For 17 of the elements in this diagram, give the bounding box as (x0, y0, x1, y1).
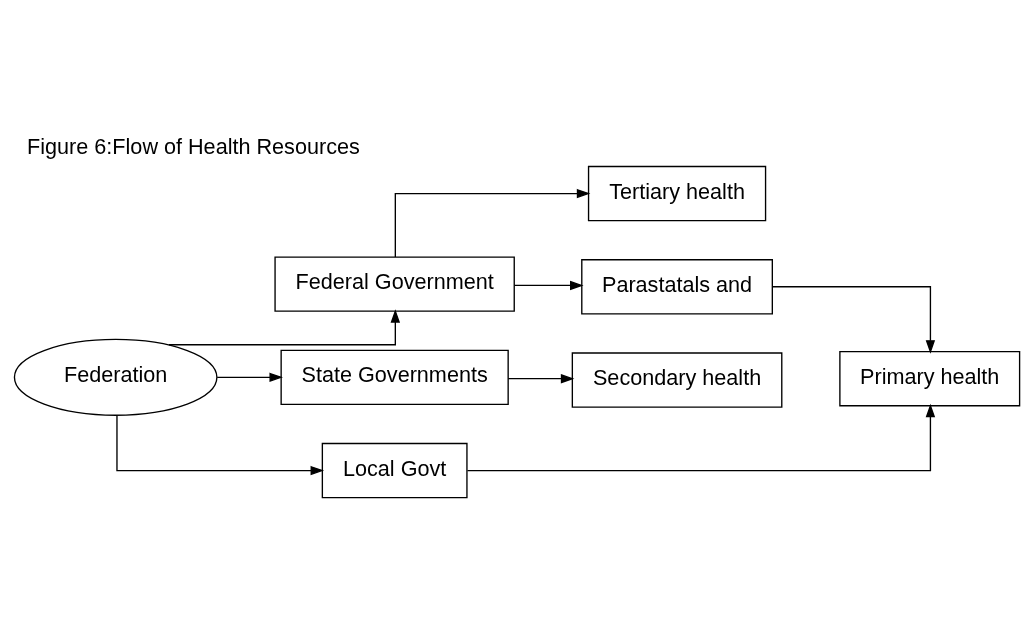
arrow (394, 188, 591, 258)
arrow (116, 414, 325, 475)
node-box: Parastatals and (581, 258, 773, 314)
node-ellipse: Federation (13, 338, 218, 416)
arrow (466, 403, 936, 471)
node-box: State Governments (280, 349, 509, 405)
arrow (771, 285, 936, 354)
node-box: Tertiary health (587, 165, 767, 221)
node-box: Secondary health (571, 351, 783, 408)
node-box: Local Govt (321, 442, 468, 498)
arrow (513, 280, 584, 290)
diagram-title: Figure 6:Flow of Health Resources (27, 133, 360, 159)
node-box: Federal Government (274, 255, 515, 312)
arrow (216, 372, 283, 382)
node-box: Primary health (839, 350, 1021, 406)
arrow (507, 373, 575, 383)
arrow (168, 308, 401, 345)
